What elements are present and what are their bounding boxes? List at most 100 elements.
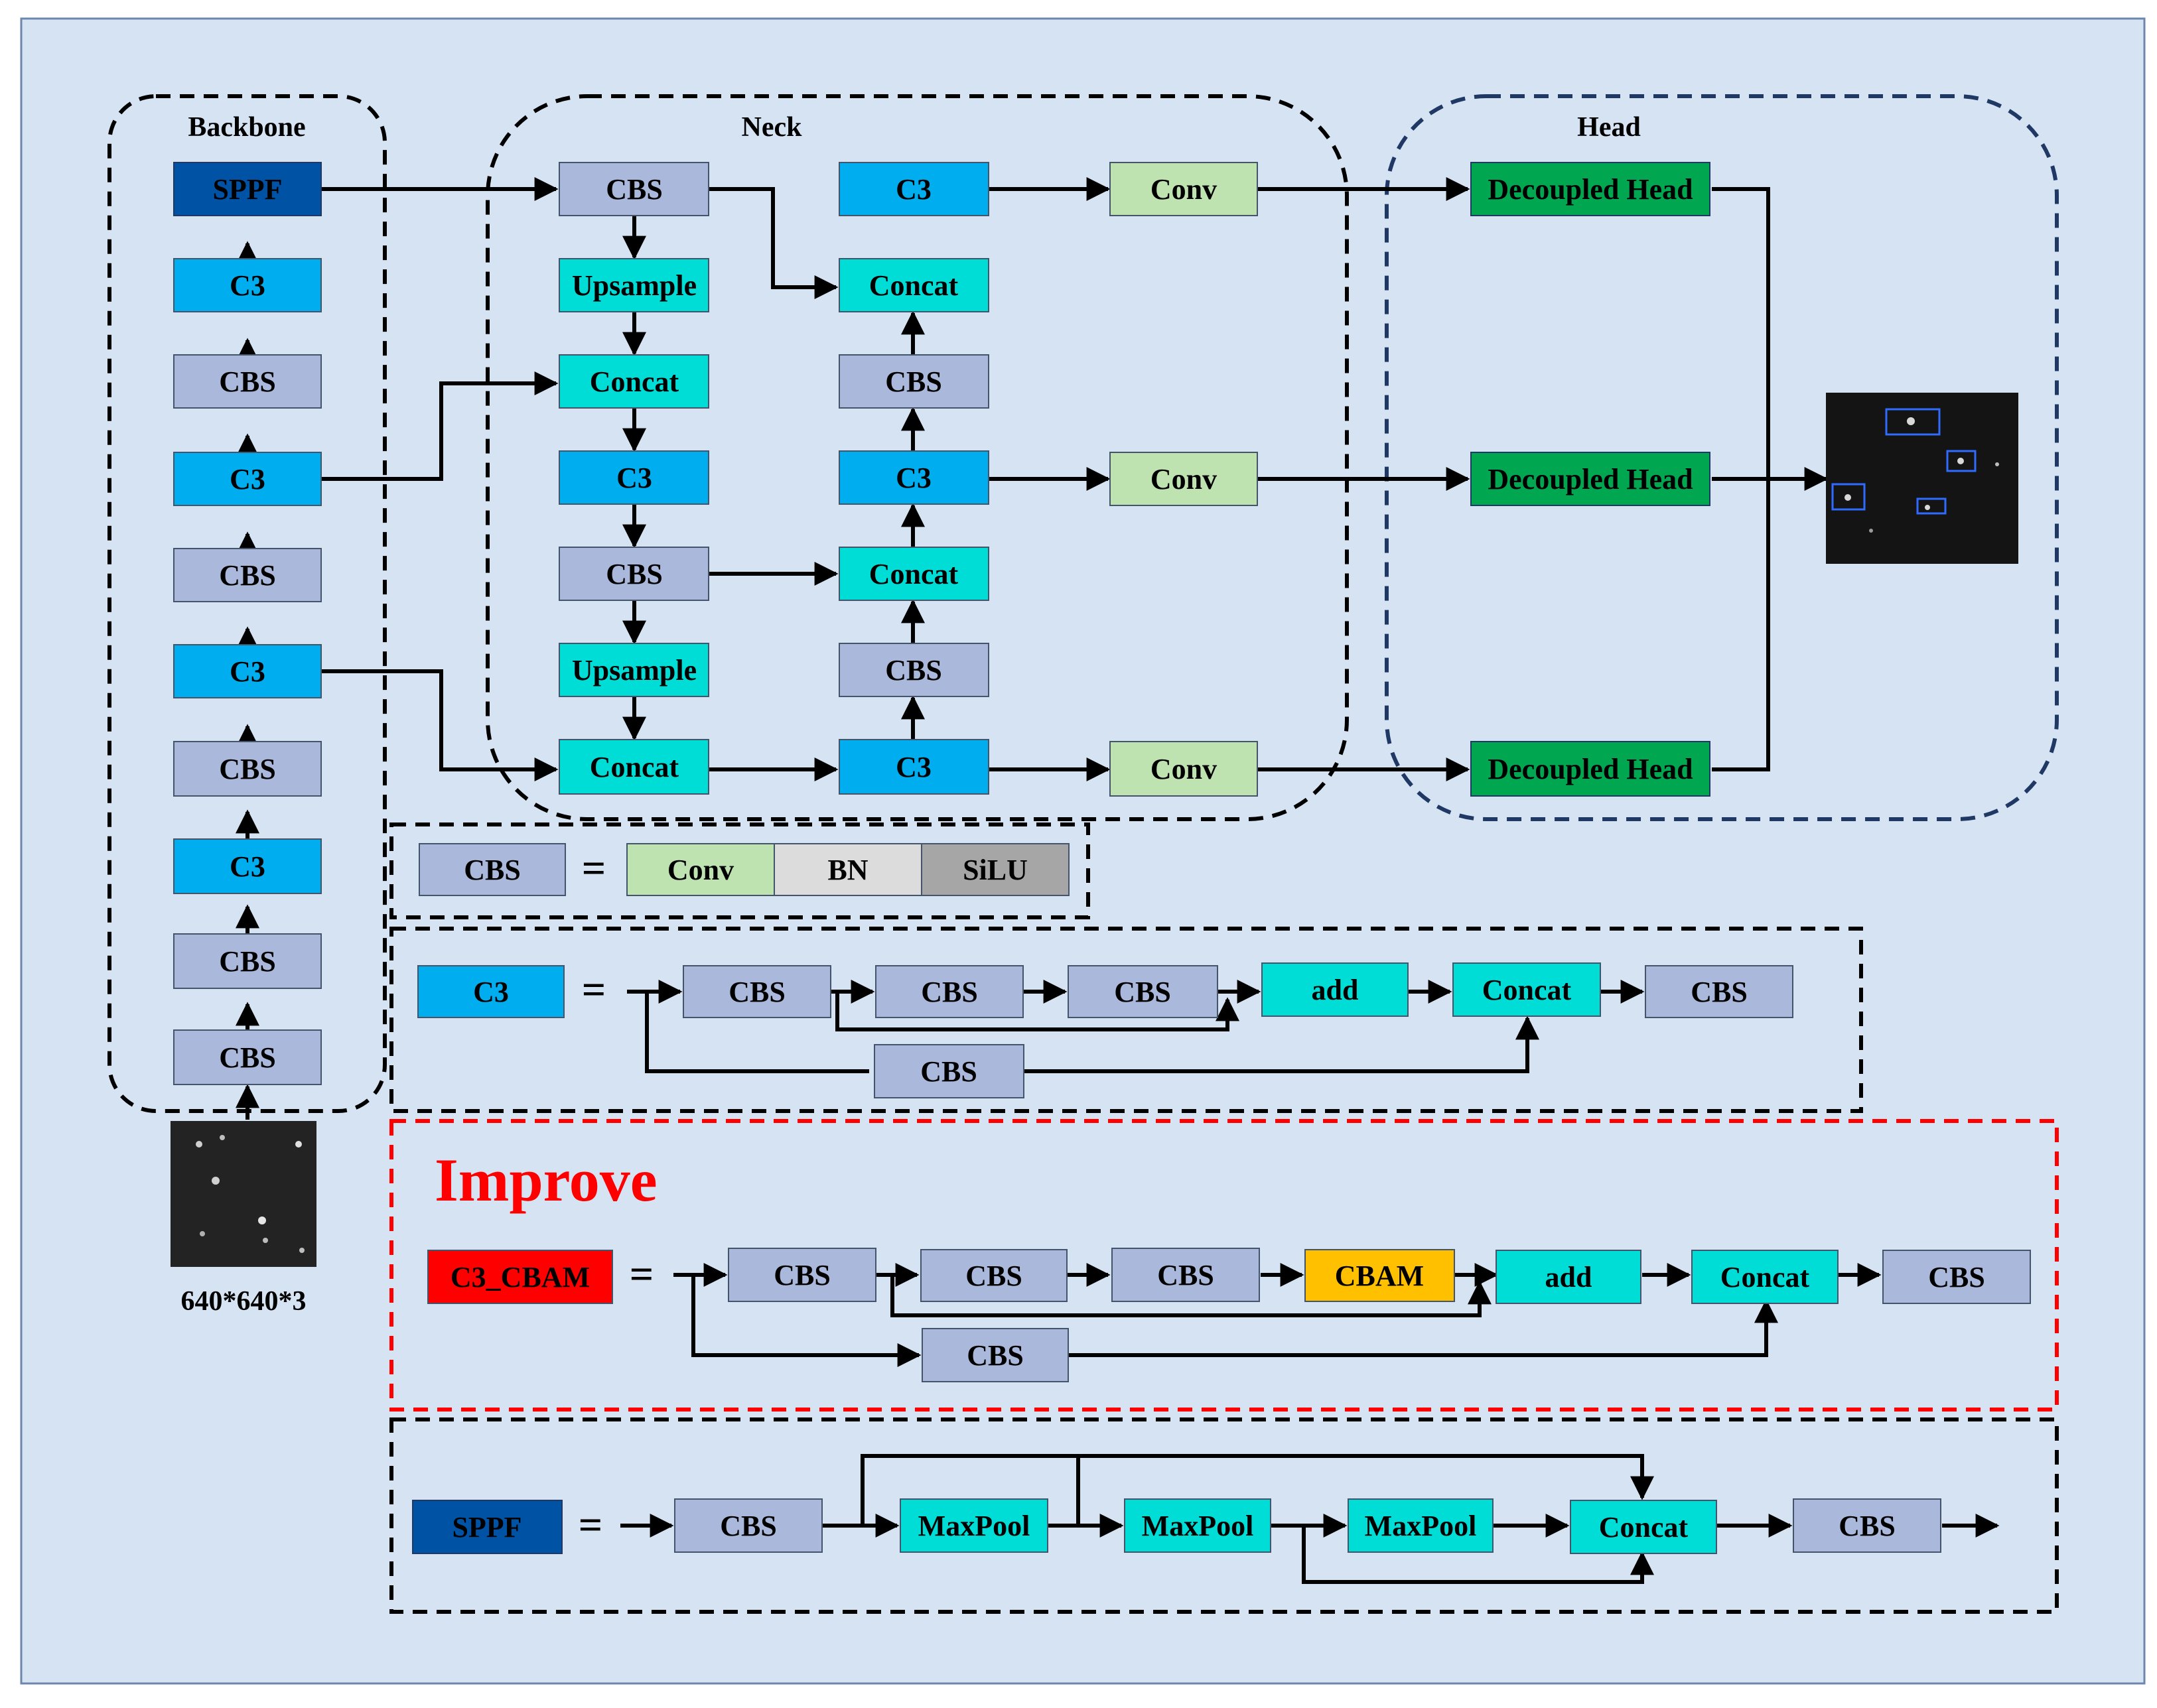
block-label: CBS <box>729 976 786 1008</box>
neck-cbs-2: CBS <box>559 547 709 601</box>
neck-conv-3: Conv <box>1109 741 1258 797</box>
neck-c3-2: C3 <box>839 162 989 216</box>
neck-upsample-1: Upsample <box>559 258 709 312</box>
block-label: CBS <box>606 558 663 590</box>
c3cbam-def-cbam: CBAM <box>1304 1249 1455 1302</box>
neck-right-blocks: C3 Concat CBS C3 Concat CBS C3 <box>839 162 989 795</box>
block-label: CBS <box>219 365 276 398</box>
block-label: Concat <box>1599 1511 1689 1544</box>
neck-concat-2: Concat <box>559 739 709 795</box>
block-label: Conv <box>1150 173 1217 206</box>
sppf-def-maxpool-2: MaxPool <box>1124 1498 1271 1553</box>
block-label: C3 <box>230 655 265 688</box>
neck-cbs-3: CBS <box>839 354 989 409</box>
backbone-c3-1: C3 <box>173 838 322 894</box>
decoupled-head-3: Decoupled Head <box>1470 741 1710 797</box>
detection-result-image-icon <box>1826 393 2018 564</box>
block-label: CBS <box>774 1259 831 1291</box>
cbs-definition: CBS = Conv BN SiLU <box>419 843 1070 896</box>
c3cbam-def-cbs-4: CBS <box>1882 1250 2031 1304</box>
c3-def-concat: Concat <box>1452 962 1601 1017</box>
block-label: Concat <box>1482 974 1572 1006</box>
block-label: BN <box>827 854 868 886</box>
c3-def-cbs-branch: CBS <box>874 1044 1024 1098</box>
block-label: CBS <box>606 173 663 206</box>
sppf-definition-region <box>389 1417 2059 1614</box>
block-label: Upsample <box>572 269 697 302</box>
cbs-def-bn: BN <box>774 843 922 896</box>
backbone-blocks: CBS CBS C3 CBS C3 CBS C3 CBS <box>173 162 322 1085</box>
block-label: CBS <box>921 976 978 1008</box>
sppf-def-maxpool-1: MaxPool <box>900 1498 1048 1553</box>
block-label: CBS <box>1691 976 1748 1008</box>
c3-def-cbs-4: CBS <box>1645 965 1793 1018</box>
block-label: CBS <box>885 365 942 398</box>
backbone-label: Backbone <box>188 112 305 143</box>
block-label: Decoupled Head <box>1488 173 1693 206</box>
neck-conv-1: Conv <box>1109 162 1258 216</box>
c3cbam-def-label-block: C3_CBAM <box>427 1250 613 1304</box>
block-label: CBS <box>464 854 521 886</box>
backbone-sppf: SPPF <box>173 162 322 216</box>
block-label: C3_CBAM <box>451 1261 590 1293</box>
block-label: CBS <box>219 1041 276 1074</box>
sar-ship-input-image-icon <box>171 1121 316 1267</box>
conv-blocks: Conv Conv Conv <box>1109 162 1258 797</box>
cbs-def-silu: SiLU <box>921 843 1070 896</box>
c3-def-cbs-1: CBS <box>683 965 831 1018</box>
block-label: CBS <box>1928 1261 1985 1293</box>
backbone-c3-3: C3 <box>173 452 322 506</box>
c3cbam-def-add: add <box>1496 1250 1641 1304</box>
neck-c3-1: C3 <box>559 450 709 505</box>
neck-cbs-1: CBS <box>559 162 709 216</box>
block-label: MaxPool <box>1142 1510 1254 1542</box>
c3-def-cbs-2: CBS <box>875 965 1024 1018</box>
block-label: C3 <box>616 462 652 494</box>
block-label: Decoupled Head <box>1488 753 1693 785</box>
sppf-def-concat: Concat <box>1570 1500 1717 1554</box>
c3cbam-def-cbs-1: CBS <box>728 1248 876 1302</box>
sppf-def-maxpool-3: MaxPool <box>1348 1498 1494 1553</box>
block-label: CBS <box>219 559 276 592</box>
block-label: SPPF <box>452 1511 522 1544</box>
block-label: MaxPool <box>1365 1510 1477 1542</box>
neck-c3-3: C3 <box>839 450 989 505</box>
head-region <box>1385 94 2059 821</box>
backbone-c3-2: C3 <box>173 644 322 698</box>
backbone-cbs-1: CBS <box>173 1029 322 1085</box>
neck-left-blocks: CBS Upsample Concat C3 CBS Upsample Conc… <box>559 162 709 795</box>
improve-region <box>389 1119 2059 1412</box>
block-label: SiLU <box>963 854 1028 886</box>
head-label: Head <box>1577 112 1641 143</box>
diagram-background <box>20 17 2146 1685</box>
sppf-def-cbs-1: CBS <box>674 1498 823 1553</box>
c3cbam-def-cbs-2: CBS <box>920 1249 1068 1302</box>
cbs-def-conv: Conv <box>626 843 775 896</box>
backbone-c3-4: C3 <box>173 258 322 312</box>
block-label: CBS <box>885 654 942 687</box>
block-label: CBS <box>219 753 276 785</box>
block-label: CBS <box>219 945 276 978</box>
block-label: Concat <box>590 365 679 398</box>
block-label: C3 <box>230 463 265 495</box>
c3-def-c3: C3 <box>417 965 565 1018</box>
neck-conv-2: Conv <box>1109 452 1258 506</box>
block-label: CBS <box>920 1055 977 1088</box>
neck-region <box>486 94 1349 821</box>
block-label: Concat <box>1720 1261 1810 1293</box>
block-label: C3 <box>230 269 265 302</box>
block-label: Concat <box>590 751 679 783</box>
improve-label: Improve <box>435 1146 658 1214</box>
block-label: CBS <box>1114 976 1171 1008</box>
sppf-definition: SPPF = CBS MaxPool MaxPool MaxPool Conca… <box>412 1498 1941 1554</box>
backbone-cbs-3: CBS <box>173 741 322 797</box>
block-label: MaxPool <box>918 1510 1030 1542</box>
c3cbam-def-cbs-branch: CBS <box>922 1328 1069 1382</box>
block-label: C3 <box>230 850 265 883</box>
block-label: CBS <box>720 1510 777 1542</box>
block-label: CBS <box>1157 1259 1214 1291</box>
neck-concat-3: Concat <box>839 258 989 312</box>
block-label: Decoupled Head <box>1488 463 1693 495</box>
c3-definition-region <box>389 927 1863 1113</box>
c3-definition: C3 = CBS CBS CBS add Concat CBS CBS <box>417 962 1793 1098</box>
